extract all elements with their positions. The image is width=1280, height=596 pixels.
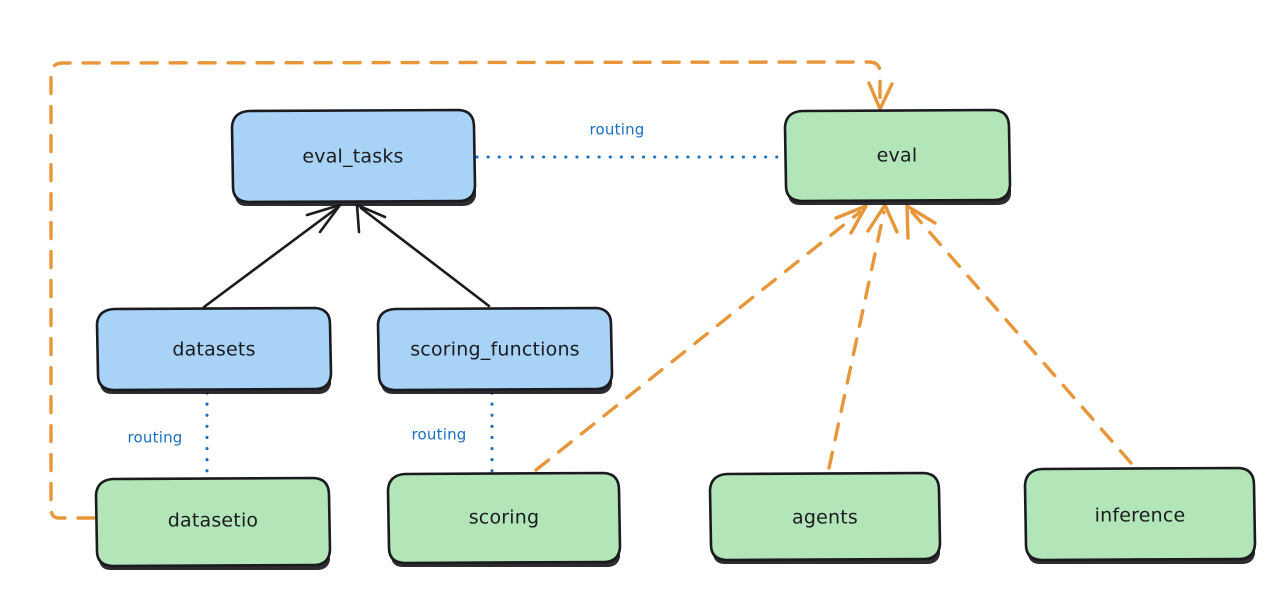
- node-inference[interactable]: inference: [1023, 466, 1257, 564]
- node-label-scoring_functions: scoring_functions: [410, 339, 580, 361]
- node-label-eval_tasks: eval_tasks: [302, 146, 403, 168]
- edge-label-eval_tasks-routing: routing: [590, 121, 645, 139]
- node-agents[interactable]: agents: [708, 471, 942, 564]
- node-label-datasets: datasets: [172, 339, 255, 361]
- node-scoring_functions[interactable]: scoring_functions: [376, 306, 614, 394]
- edge-label-datasets-routing: routing: [128, 429, 183, 447]
- node-datasets[interactable]: datasets: [95, 306, 333, 394]
- node-datasetio[interactable]: datasetio: [94, 476, 332, 570]
- node-label-scoring: scoring: [469, 507, 540, 529]
- node-label-datasetio: datasetio: [168, 510, 259, 532]
- node-eval[interactable]: eval: [783, 108, 1012, 205]
- edge-inference-to-eval: [905, 204, 1133, 465]
- edge-datasets-to-eval_tasks: [202, 203, 342, 309]
- node-scoring[interactable]: scoring: [386, 471, 622, 567]
- edge-label-scoring_functions-routing: routing: [412, 426, 467, 444]
- edge-scoring_functions-to-eval_tasks: [355, 203, 491, 308]
- node-label-inference: inference: [1095, 505, 1186, 527]
- node-eval_tasks[interactable]: eval_tasks: [230, 108, 477, 206]
- node-label-eval: eval: [877, 145, 918, 167]
- edge-scoring-to-eval: [534, 204, 868, 472]
- node-label-agents: agents: [792, 507, 858, 529]
- edge-agents-to-eval: [827, 203, 899, 470]
- edge-datasetio-to-eval: [49, 60, 894, 520]
